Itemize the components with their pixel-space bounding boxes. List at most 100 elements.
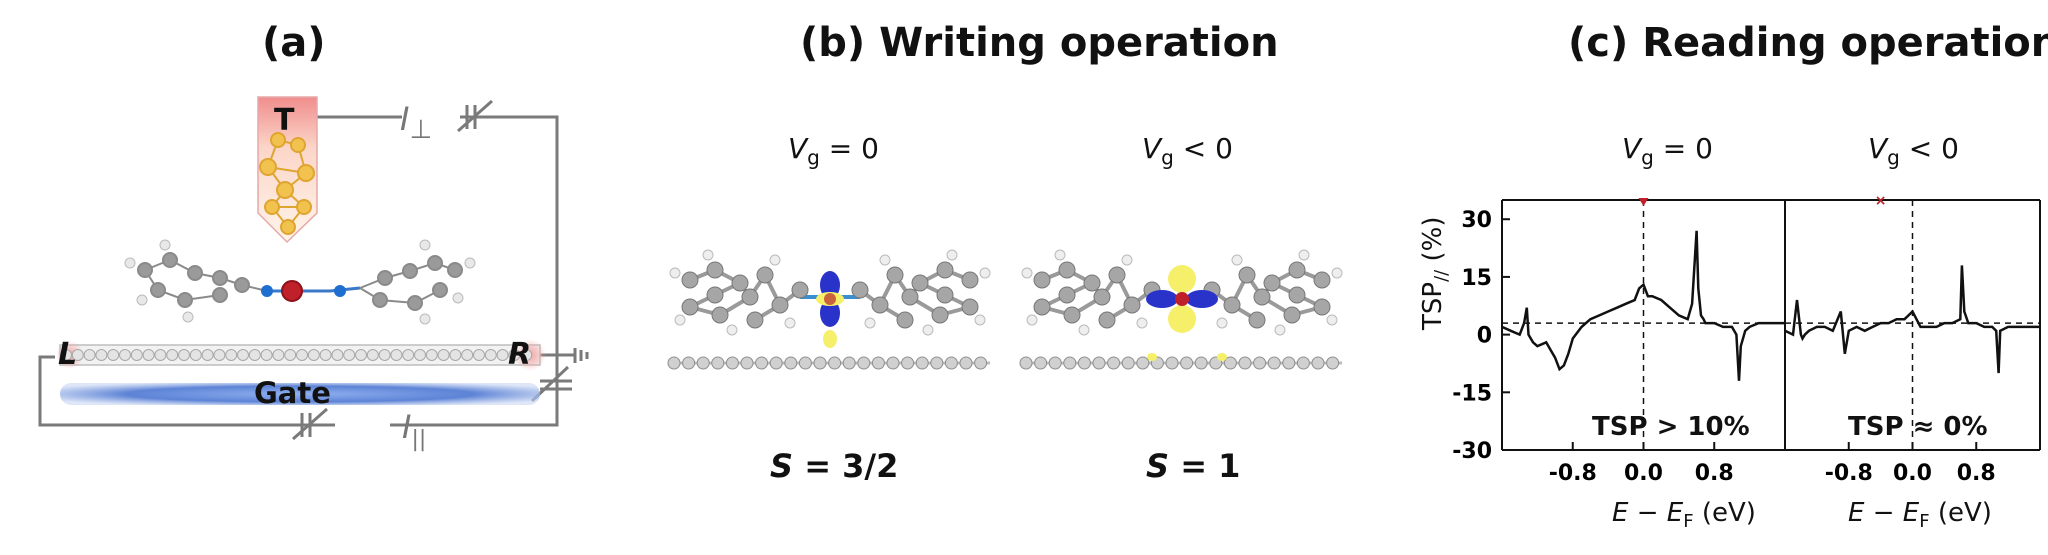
chain-atom <box>520 349 533 361</box>
carbon-atom <box>931 306 949 324</box>
current-par-label: I|| <box>402 408 427 452</box>
spin-state-right: S = 1 <box>1146 447 1241 485</box>
chain-atom <box>402 349 415 361</box>
substrate-atom <box>1034 356 1048 370</box>
chain-atom <box>449 349 462 361</box>
substrate-atom <box>857 356 871 370</box>
chain-atom <box>425 349 438 361</box>
chain-atom <box>260 349 273 361</box>
panel-a-title: (a) <box>262 20 326 66</box>
substrate-atom <box>828 356 842 370</box>
hydrogen-atom <box>1216 317 1228 329</box>
carbon-atom <box>681 298 699 316</box>
chain-atom <box>355 349 367 361</box>
substrate-atom <box>769 356 783 370</box>
substrate-atom <box>901 356 915 370</box>
hydrogen-atom <box>1136 317 1148 329</box>
carbon-atom <box>1238 266 1256 284</box>
substrate-atom <box>784 356 798 370</box>
ground-icon <box>573 348 589 363</box>
chain-atom <box>189 349 202 361</box>
carbon-atom <box>1058 286 1076 304</box>
spin-lobe-yellow <box>1147 353 1157 361</box>
device-schematic <box>38 96 589 441</box>
carbon-atom <box>911 274 929 292</box>
substrate-atom <box>1136 356 1150 370</box>
chain-atom <box>284 349 297 361</box>
chain-atom <box>154 349 167 361</box>
metal-atom <box>824 293 836 305</box>
current-source-par-icon <box>292 407 328 441</box>
chain-atom <box>237 349 249 361</box>
chain-atom <box>366 349 379 361</box>
carbon-atom <box>1248 311 1266 329</box>
chain-atom <box>378 349 391 361</box>
tsp-series-right <box>1784 265 2040 374</box>
annotation-right: TSP ≈ 0% <box>1848 412 1988 442</box>
substrate-atom <box>725 356 739 370</box>
spin-lobe-blue <box>820 299 840 327</box>
chain-atom <box>437 349 450 361</box>
hydrogen-atom <box>1026 314 1038 326</box>
carbon-atom <box>706 261 724 279</box>
substrate-atom <box>1165 356 1179 370</box>
carbon-atom <box>1288 261 1306 279</box>
hydrogen-atom <box>1021 267 1033 279</box>
panel-b-title: (b) Writing operation <box>800 20 1279 66</box>
substrate-atom <box>842 356 856 370</box>
y-tick-label: -15 <box>1452 381 1492 406</box>
stm-tip-icon <box>257 96 318 244</box>
chain-atom <box>60 349 72 361</box>
chain-atom <box>296 349 308 361</box>
x-tick-label: 0.8 <box>1957 461 1996 486</box>
carbon-atom <box>1253 288 1271 306</box>
carbon-atom <box>1263 274 1281 292</box>
chain-atom <box>461 349 474 361</box>
substrate-atom <box>1077 356 1091 370</box>
hydrogen-atom <box>1274 324 1286 336</box>
carbon-atom <box>1123 296 1141 314</box>
carbon-atom <box>711 306 729 324</box>
annotation-left: TSP > 10% <box>1592 412 1750 442</box>
x-tick-label: -0.8 <box>1549 461 1597 486</box>
x-axis-label-right: E − EF (eV) <box>1848 498 1992 533</box>
chain-atom <box>307 349 320 361</box>
hydrogen-atom <box>784 317 796 329</box>
carbon-atom <box>1098 311 1116 329</box>
carbon-atom <box>851 281 869 299</box>
x-tick-label: 0.0 <box>1893 461 1932 486</box>
chain-atom <box>83 349 96 361</box>
substrate-atom <box>682 356 696 370</box>
substrate-atom <box>974 356 988 370</box>
x-tick-label: -0.8 <box>1825 461 1873 486</box>
chain-atom <box>119 349 131 361</box>
chain-atom <box>213 349 226 361</box>
substrate-atom <box>1019 356 1033 370</box>
carbon-atom <box>961 271 979 289</box>
carbon-atom <box>901 288 919 306</box>
carbon-atom <box>936 261 954 279</box>
chain-atom <box>142 349 155 361</box>
substrate-atom <box>1223 356 1237 370</box>
substrate-atom <box>1180 356 1194 370</box>
chain-atom <box>390 349 403 361</box>
hydrogen-atom <box>974 314 986 326</box>
substrate-atom <box>959 356 973 370</box>
substrate-atom <box>1296 356 1310 370</box>
hydrogen-atom <box>1231 254 1243 266</box>
carbon-atom <box>1108 266 1126 284</box>
chain-atom <box>343 349 356 361</box>
carbon-atom <box>1058 261 1076 279</box>
hydrogen-atom <box>674 314 686 326</box>
carbon-atom <box>741 288 759 306</box>
molecule-spin-density-right <box>1019 249 1343 370</box>
spin-lobe-blue <box>1186 290 1218 308</box>
hydrogen-atom <box>769 254 781 266</box>
substrate-atom <box>1063 356 1077 370</box>
gate-electrode <box>60 383 540 405</box>
marker-icon: × <box>1875 193 1887 209</box>
writing-left-condition: Vg = 0 <box>788 132 879 170</box>
current-source-perp-icon <box>457 99 493 133</box>
tsp-series-left <box>1501 230 1785 381</box>
chain-atom <box>331 349 344 361</box>
